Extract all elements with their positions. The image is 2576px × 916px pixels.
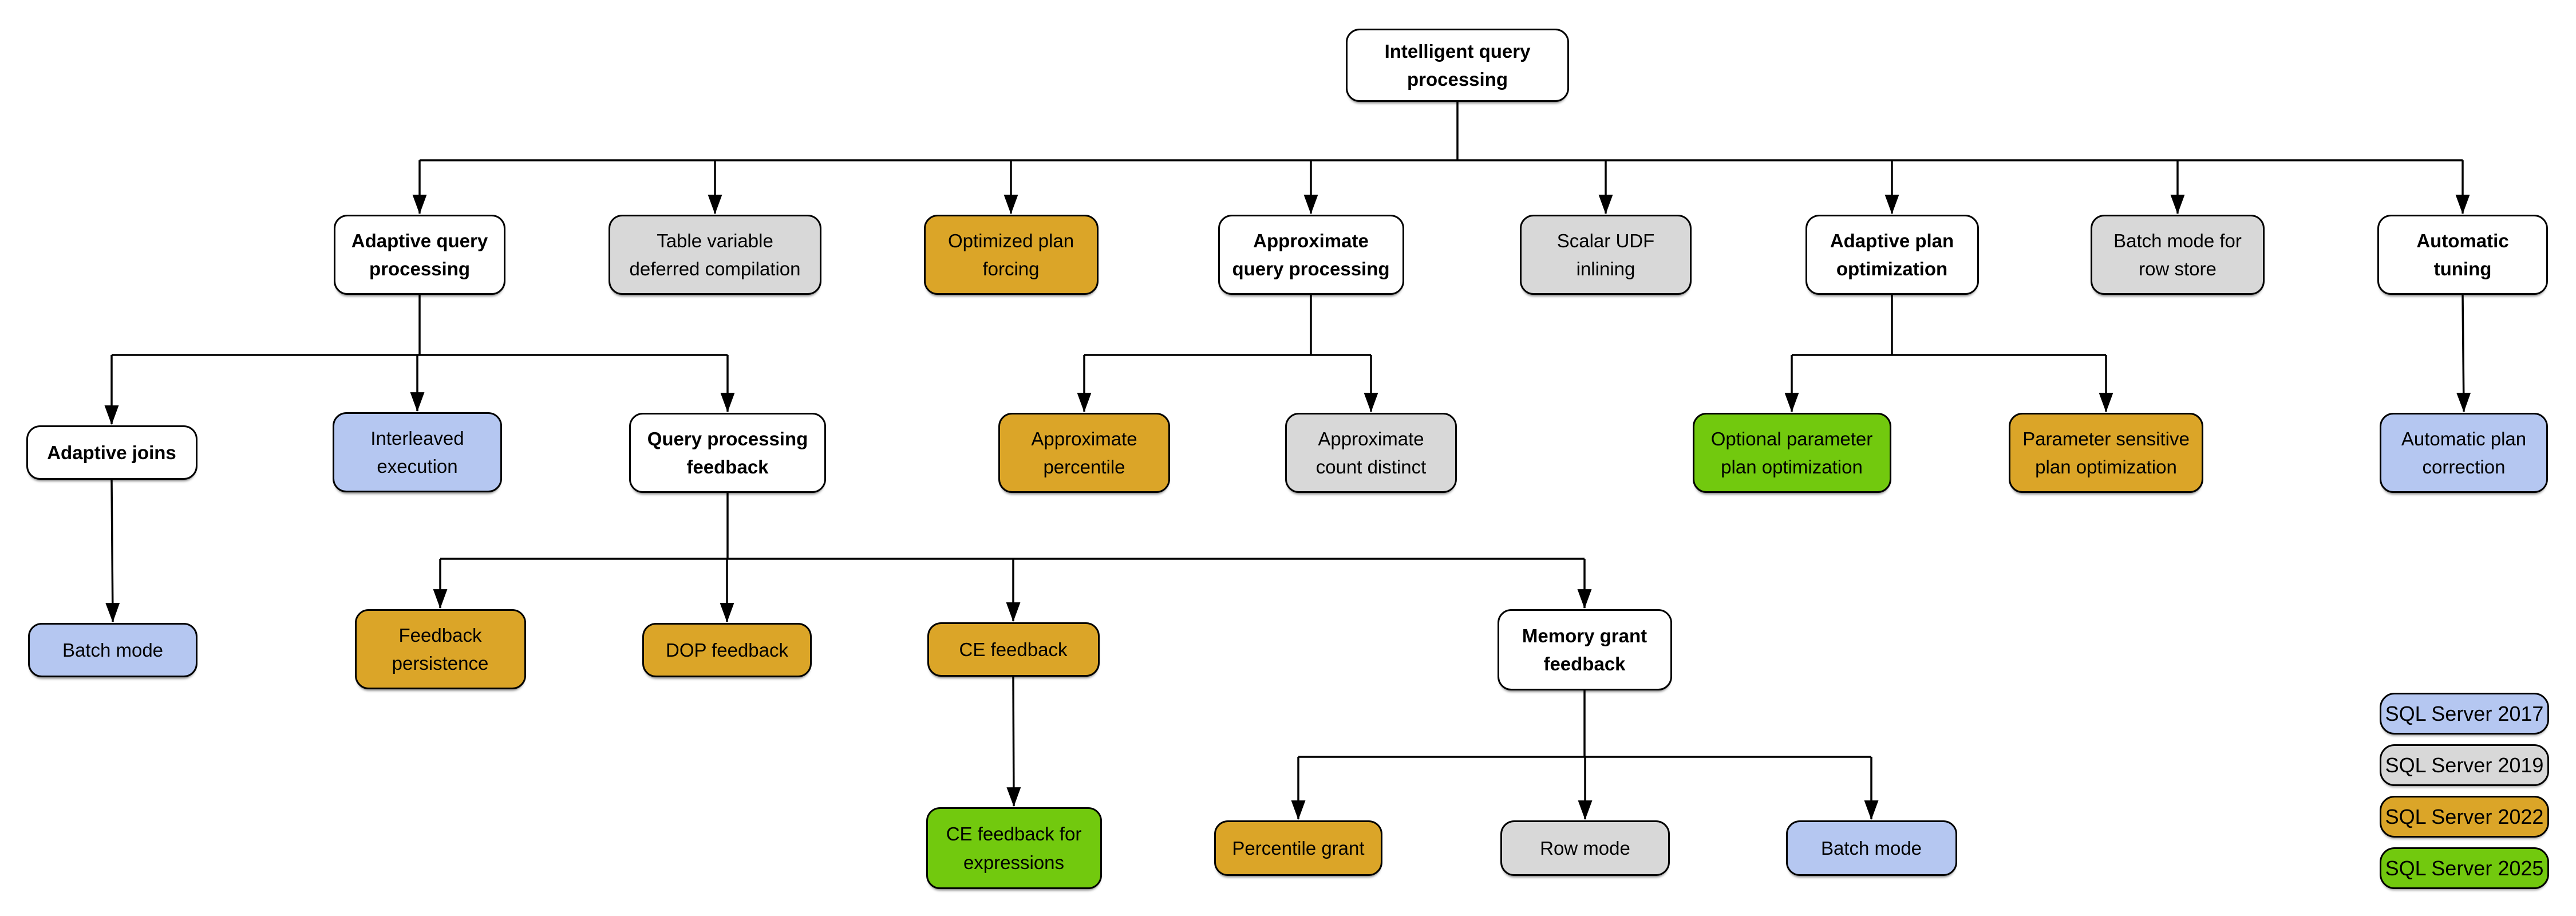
legend-item-sql-server-2022: SQL Server 2022 (2380, 796, 2549, 838)
node-rm: Row mode (1500, 820, 1670, 876)
node-oppo: Optional parameter plan optimization (1692, 413, 1891, 493)
node-opf: Optimized plan forcing (923, 215, 1099, 295)
node-tvdc: Table variable deferred compilation (609, 215, 821, 295)
node-acd: Approximate count distinct (1285, 413, 1457, 493)
legend-item-sql-server-2019: SQL Server 2019 (2380, 744, 2549, 786)
legend-item-sql-server-2025: SQL Server 2025 (2380, 847, 2549, 889)
node-cef: CE feedback (927, 622, 1100, 677)
node-apo: Adaptive plan optimization (1805, 215, 1979, 295)
node-bmrs: Batch mode for row store (2091, 215, 2265, 295)
node-apc: Automatic plan correction (2380, 413, 2548, 493)
edge-arrow-line (2456, 294, 2471, 413)
node-aproc: Approximate query processing (1218, 215, 1404, 295)
node-bm1: Batch mode (28, 623, 197, 677)
node-sudf: Scalar UDF inlining (1520, 215, 1692, 295)
node-atun: Automatic tuning (2377, 215, 2548, 295)
node-aper: Approximate percentile (998, 413, 1170, 493)
node-qpf: Query processing feedback (629, 413, 826, 493)
edge-arrow-line (1006, 676, 1021, 807)
node-fp: Feedback persistence (354, 609, 526, 689)
legend-item-sql-server-2017: SQL Server 2017 (2380, 693, 2549, 735)
node-mgf: Memory grant feedback (1497, 609, 1672, 690)
node-iqp: Intelligent query processing (1346, 29, 1569, 102)
node-aj: Adaptive joins (26, 425, 197, 480)
node-cefe: CE feedback for expressions (926, 807, 1102, 889)
node-dopf: DOP feedback (642, 623, 812, 677)
edge-arrow-line (105, 479, 120, 623)
node-pg: Percentile grant (1214, 820, 1382, 876)
node-ie: Interleaved execution (333, 412, 502, 492)
node-aqp: Adaptive query processing (334, 215, 505, 295)
node-bm2: Batch mode (1785, 820, 1957, 876)
node-pspo: Parameter sensitive plan optimization (2009, 413, 2203, 493)
